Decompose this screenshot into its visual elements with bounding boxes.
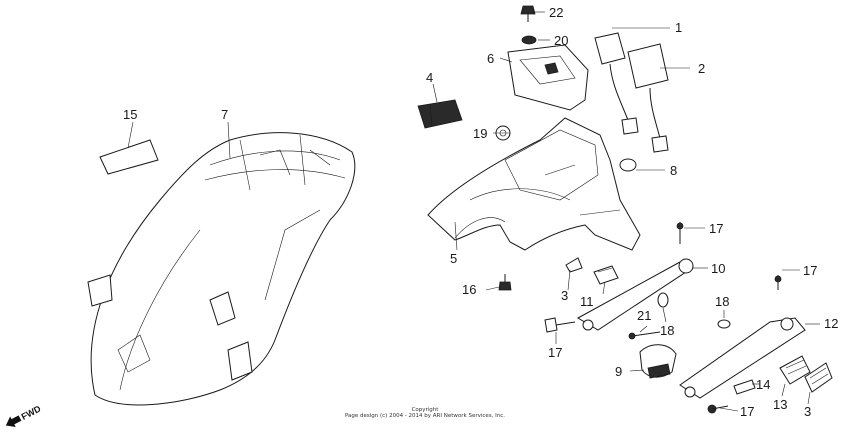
leader-lines (127, 11, 820, 412)
callout-22[interactable]: 22 (549, 5, 563, 20)
plate-part-14[interactable] (733, 379, 756, 395)
callout-3-left[interactable]: 3 (561, 288, 568, 303)
callout-8[interactable]: 8 (670, 163, 677, 178)
callout-17-top[interactable]: 17 (709, 221, 723, 236)
collar-part-18-a[interactable] (657, 292, 669, 308)
callout-17-right[interactable]: 17 (803, 263, 817, 278)
rear-fender-part-7[interactable] (87, 132, 356, 406)
callout-2[interactable]: 2 (698, 61, 705, 76)
clamp-part-9[interactable] (639, 344, 677, 379)
callout-3-right[interactable]: 3 (804, 404, 811, 419)
washer-part-20[interactable] (521, 35, 537, 45)
callout-18-a[interactable]: 18 (660, 323, 674, 338)
label-part-15[interactable] (99, 139, 159, 175)
bolt-part-16[interactable] (498, 274, 512, 291)
bolt-part-17-bottom[interactable] (707, 404, 729, 414)
callout-11[interactable]: 11 (580, 294, 594, 309)
callout-17-left[interactable]: 17 (548, 345, 562, 360)
bolt-part-17-right[interactable] (774, 275, 782, 290)
relay-part-2[interactable] (627, 43, 669, 153)
copyright-line-2: Page design (c) 2004 - 2014 by ARI Netwo… (344, 413, 506, 419)
callout-5[interactable]: 5 (450, 251, 457, 266)
nut-part-18-b[interactable] (717, 319, 731, 329)
callout-14[interactable]: 14 (756, 377, 770, 392)
callout-19[interactable]: 19 (473, 126, 487, 141)
grommet-part-8[interactable] (619, 158, 637, 172)
bolt-part-17-top[interactable] (676, 222, 684, 244)
module-part-4[interactable] (417, 99, 463, 129)
callout-17-bottom[interactable]: 17 (740, 404, 754, 419)
copyright-line-1: Copyright (411, 407, 439, 413)
license-bracket-part-6[interactable] (507, 44, 589, 111)
copyright-notice: Copyright Page design (c) 2004 - 2014 by… (0, 407, 850, 419)
bolt-part-21[interactable] (628, 331, 661, 340)
fwd-arrow-icon (5, 415, 22, 428)
callout-12[interactable]: 12 (824, 316, 838, 331)
callout-18-b[interactable]: 18 (715, 294, 729, 309)
callout-labels: 1 2 3 3 4 5 6 7 8 9 10 11 12 13 14 15 16… (123, 5, 838, 419)
reflector-part-3-left[interactable] (565, 257, 583, 273)
grab-bar-part-10[interactable] (576, 258, 694, 331)
bolt-part-17-left[interactable] (544, 317, 576, 333)
callout-16[interactable]: 16 (462, 282, 476, 297)
bolt-part-22[interactable] (520, 5, 536, 22)
rear-carrier-part-5[interactable] (427, 117, 641, 251)
reflector-part-13[interactable] (779, 355, 811, 385)
callout-10[interactable]: 10 (711, 261, 725, 276)
callout-6[interactable]: 6 (487, 51, 494, 66)
callout-15[interactable]: 15 (123, 107, 137, 122)
grab-bar-part-12[interactable] (679, 317, 806, 399)
callout-4[interactable]: 4 (426, 70, 433, 85)
callout-20[interactable]: 20 (554, 33, 568, 48)
reflector-part-11[interactable] (593, 265, 619, 285)
relay-part-1[interactable] (594, 32, 639, 135)
callout-1[interactable]: 1 (675, 20, 682, 35)
callout-21[interactable]: 21 (637, 308, 651, 323)
callout-13[interactable]: 13 (773, 397, 787, 412)
callout-7[interactable]: 7 (221, 107, 228, 122)
reflector-part-3-right[interactable] (804, 362, 833, 393)
callout-9[interactable]: 9 (615, 364, 622, 379)
